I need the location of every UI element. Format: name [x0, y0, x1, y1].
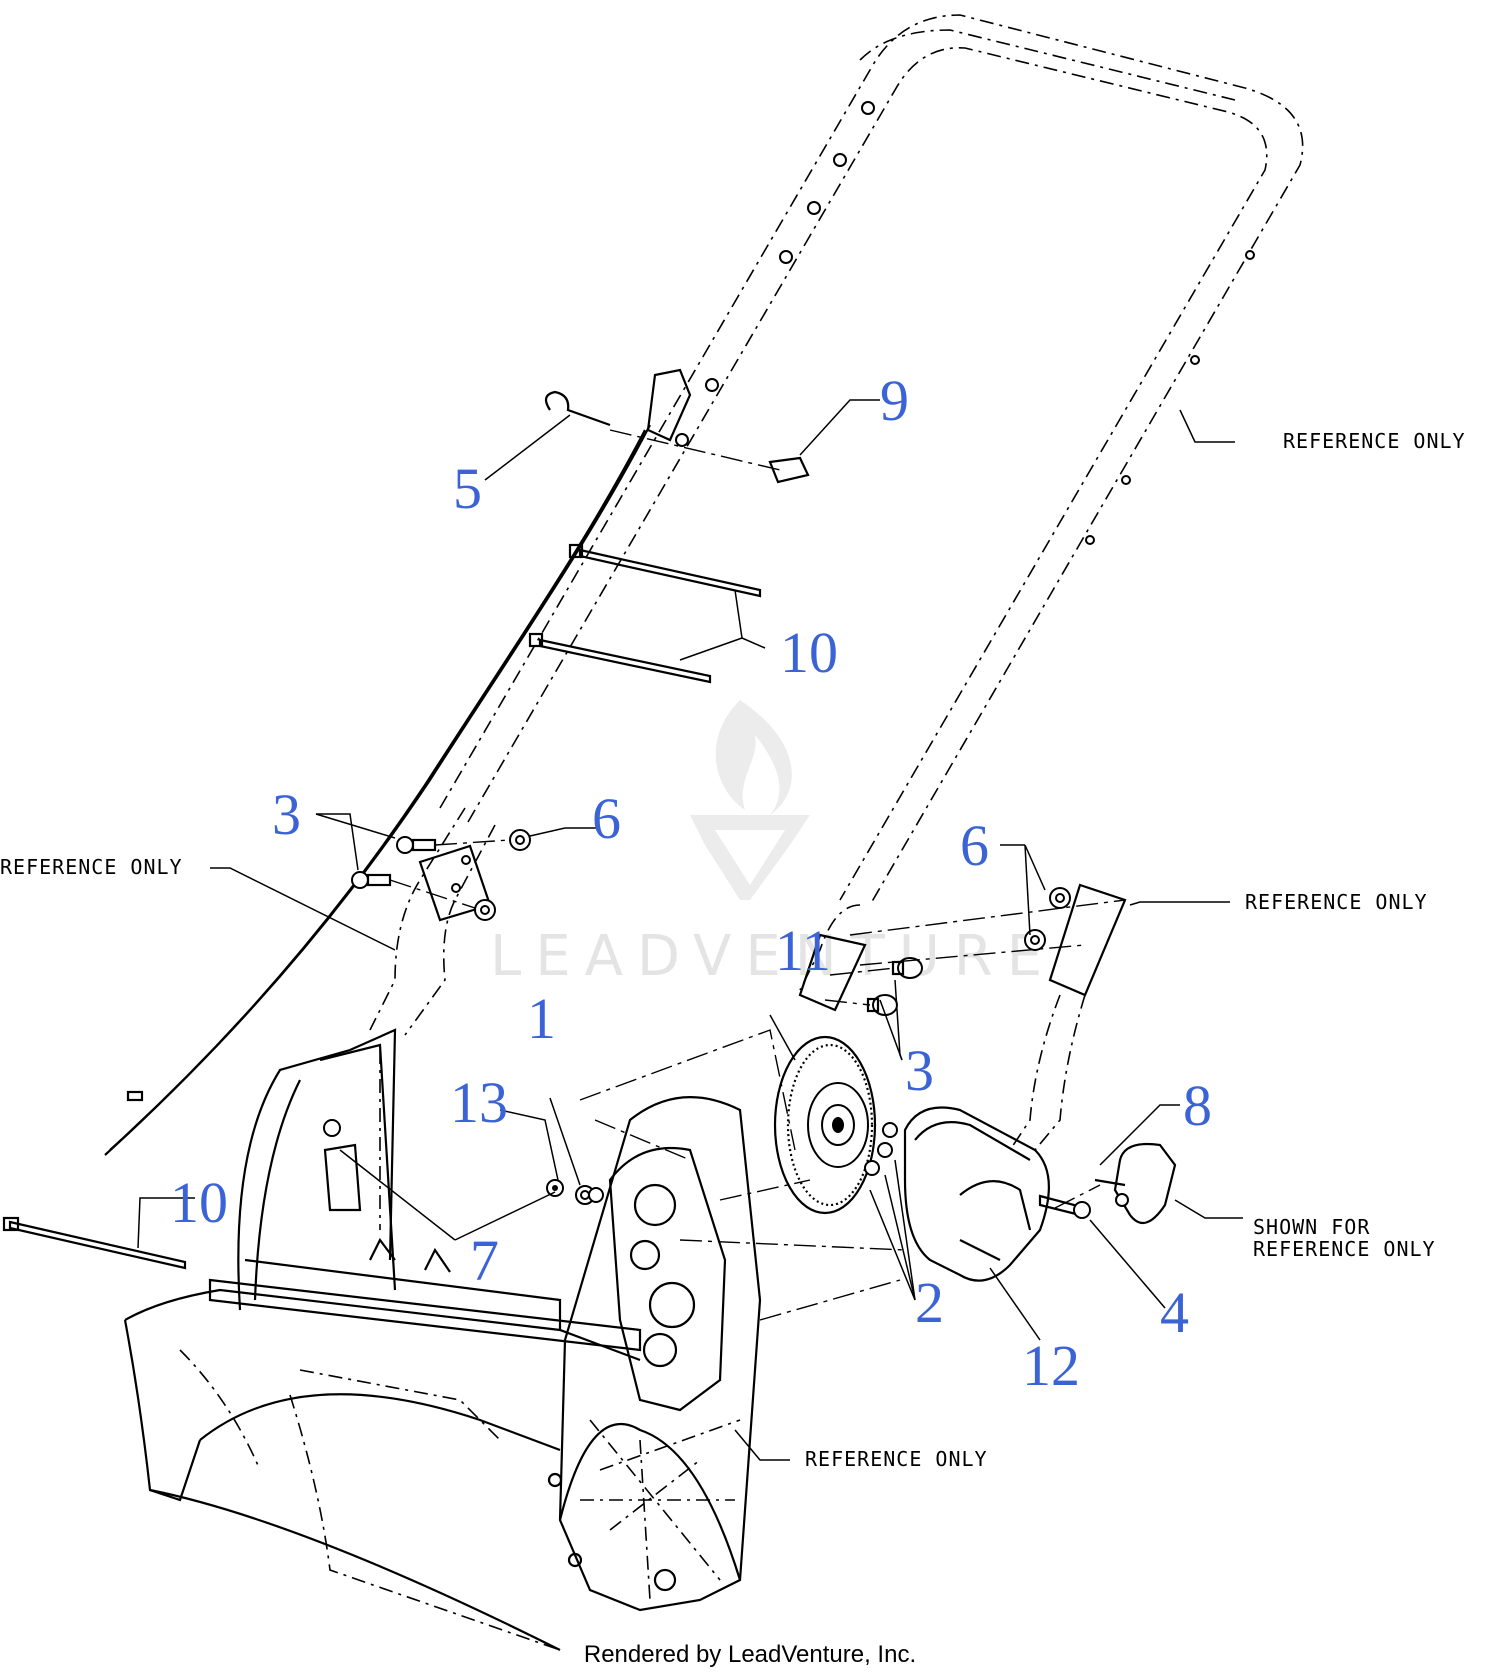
pin-and-knob [1038, 1142, 1177, 1225]
callout-8: 8 [1183, 1073, 1212, 1138]
cable-ties [2, 543, 762, 1270]
leader-lines [137, 399, 1243, 1461]
hardware-right [824, 887, 1126, 1016]
chute-cover [903, 1106, 1050, 1282]
hardware-left [351, 829, 531, 921]
note-left-handle: REFERENCE ONLY [0, 855, 183, 879]
callout-3-right: 3 [905, 1038, 934, 1103]
callout-5: 5 [453, 456, 482, 521]
note-upper-handle: REFERENCE ONLY [1283, 429, 1466, 453]
callouts: 1 2 3 3 4 5 6 6 7 8 9 10 10 11 12 13 [170, 368, 1212, 1398]
callout-12: 12 [1022, 1333, 1080, 1398]
note-shown-for-2: REFERENCE ONLY [1253, 1237, 1436, 1261]
reference-notes: REFERENCE ONLY REFERENCE ONLY REFERENCE … [0, 429, 1466, 1471]
control-cable [104, 368, 692, 1156]
watermark-text: LEADVENTURE [490, 924, 1056, 989]
housing [123, 1096, 762, 1651]
cable-clip [609, 429, 810, 484]
callout-2: 2 [915, 1270, 944, 1335]
upper-handle [439, 14, 1304, 906]
callout-7: 7 [470, 1228, 499, 1293]
gear [773, 1035, 898, 1215]
assembly-lines [579, 1029, 1101, 1321]
callout-11: 11 [775, 918, 831, 983]
callout-6-right: 6 [960, 813, 989, 878]
callout-9: 9 [880, 368, 909, 433]
lower-left-handle [369, 807, 496, 1036]
washers [546, 1179, 604, 1205]
callout-1: 1 [527, 986, 556, 1051]
callout-10-top: 10 [780, 620, 838, 685]
note-housing: REFERENCE ONLY [805, 1447, 988, 1471]
callout-3-left: 3 [272, 782, 301, 847]
note-right-bracket: REFERENCE ONLY [1245, 890, 1428, 914]
housing-frame [208, 1028, 642, 1352]
callout-13: 13 [450, 1070, 508, 1135]
callout-10-left: 10 [170, 1170, 228, 1235]
footer-credit: Rendered by LeadVenture, Inc. [584, 1641, 916, 1668]
callout-6-left: 6 [592, 786, 621, 851]
note-shown-for-1: SHOWN FOR [1253, 1215, 1370, 1239]
lower-right-handle [798, 883, 1127, 1151]
callout-4: 4 [1160, 1280, 1189, 1345]
